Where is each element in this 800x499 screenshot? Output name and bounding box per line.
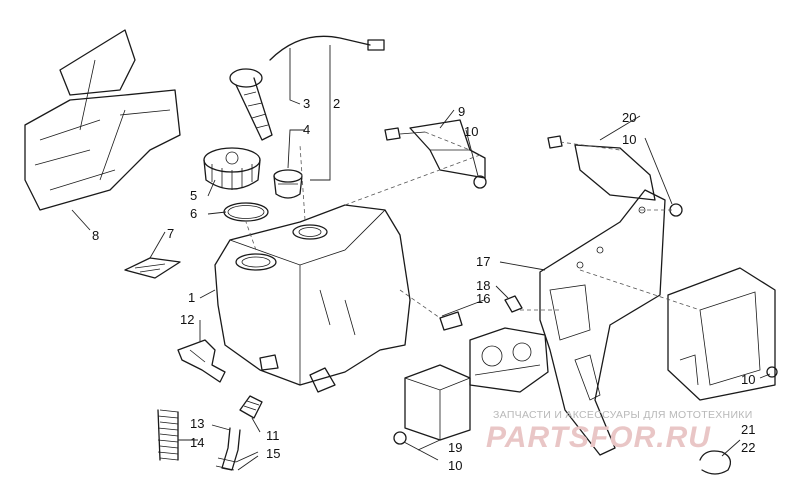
- mounting-plate-part: [539, 189, 666, 456]
- callout-13: 13: [190, 416, 204, 431]
- callout-6: 6: [190, 206, 197, 221]
- callout-10-lower: 10: [448, 458, 462, 473]
- spring-part: [157, 409, 179, 461]
- callout-17: 17: [476, 254, 490, 269]
- callout-16: 16: [476, 291, 490, 306]
- callout-7: 7: [167, 226, 174, 241]
- watermark-caption: ЗАПЧАСТИ И АКСЕССУАРЫ ДЛЯ МОТОТЕХНИКИ: [493, 409, 753, 421]
- right-bracket-part: [547, 135, 683, 217]
- callout-5: 5: [190, 188, 197, 203]
- callout-1: 1: [188, 290, 195, 305]
- fuel-fitting-part: [239, 395, 263, 419]
- fuel-hose-part: [215, 427, 241, 471]
- fuel-gauge-sender-part: [229, 35, 385, 141]
- callout-11: 11: [266, 428, 280, 443]
- callout-2: 2: [333, 96, 340, 111]
- callout-4: 4: [303, 122, 310, 137]
- callout-3: 3: [303, 96, 310, 111]
- callout-22: 22: [741, 440, 755, 455]
- watermark: ЗАПЧАСТИ И АКСЕССУАРЫ ДЛЯ МОТОТЕХНИКИ PA…: [486, 409, 753, 454]
- callout-10-right: 10: [622, 132, 636, 147]
- callout-numbers: 2 3 4 5 6 8 7 1 12 13 14 11 15 9 10 16 1…: [92, 96, 755, 473]
- callout-10-far-right: 10: [741, 372, 755, 387]
- control-module-part: [667, 267, 776, 401]
- upper-bracket-part: [384, 119, 487, 189]
- callout-18: 18: [476, 278, 490, 293]
- nut-part-right: [766, 366, 778, 378]
- callout-15: 15: [266, 446, 280, 461]
- seat-cover-part: [24, 29, 181, 211]
- fuel-cap-part: [203, 147, 261, 190]
- watermark-logo: PARTSFOR.RU: [486, 421, 711, 454]
- callout-10-upper: 10: [464, 124, 478, 139]
- strap-part: [177, 339, 226, 383]
- fuel-tank-part: [214, 204, 411, 393]
- decal-label-part: [124, 257, 181, 279]
- callout-19: 19: [448, 440, 462, 455]
- callout-14: 14: [190, 435, 204, 450]
- leader-lines: [71, 45, 771, 471]
- callout-12: 12: [180, 312, 194, 327]
- assembly-lines: [245, 131, 701, 319]
- throttle-body-part: [469, 327, 549, 393]
- grommet-part: [273, 169, 303, 199]
- nut-part-lower: [393, 431, 407, 445]
- callout-9: 9: [458, 104, 465, 119]
- warning-decal-part: [439, 311, 463, 331]
- callout-8: 8: [92, 228, 99, 243]
- electrical-box-part: [404, 364, 471, 441]
- bushing-part: [504, 295, 523, 313]
- callout-20: 20: [622, 110, 636, 125]
- callout-21: 21: [741, 422, 755, 437]
- circlip-part: [699, 450, 732, 475]
- o-ring-part: [223, 202, 269, 222]
